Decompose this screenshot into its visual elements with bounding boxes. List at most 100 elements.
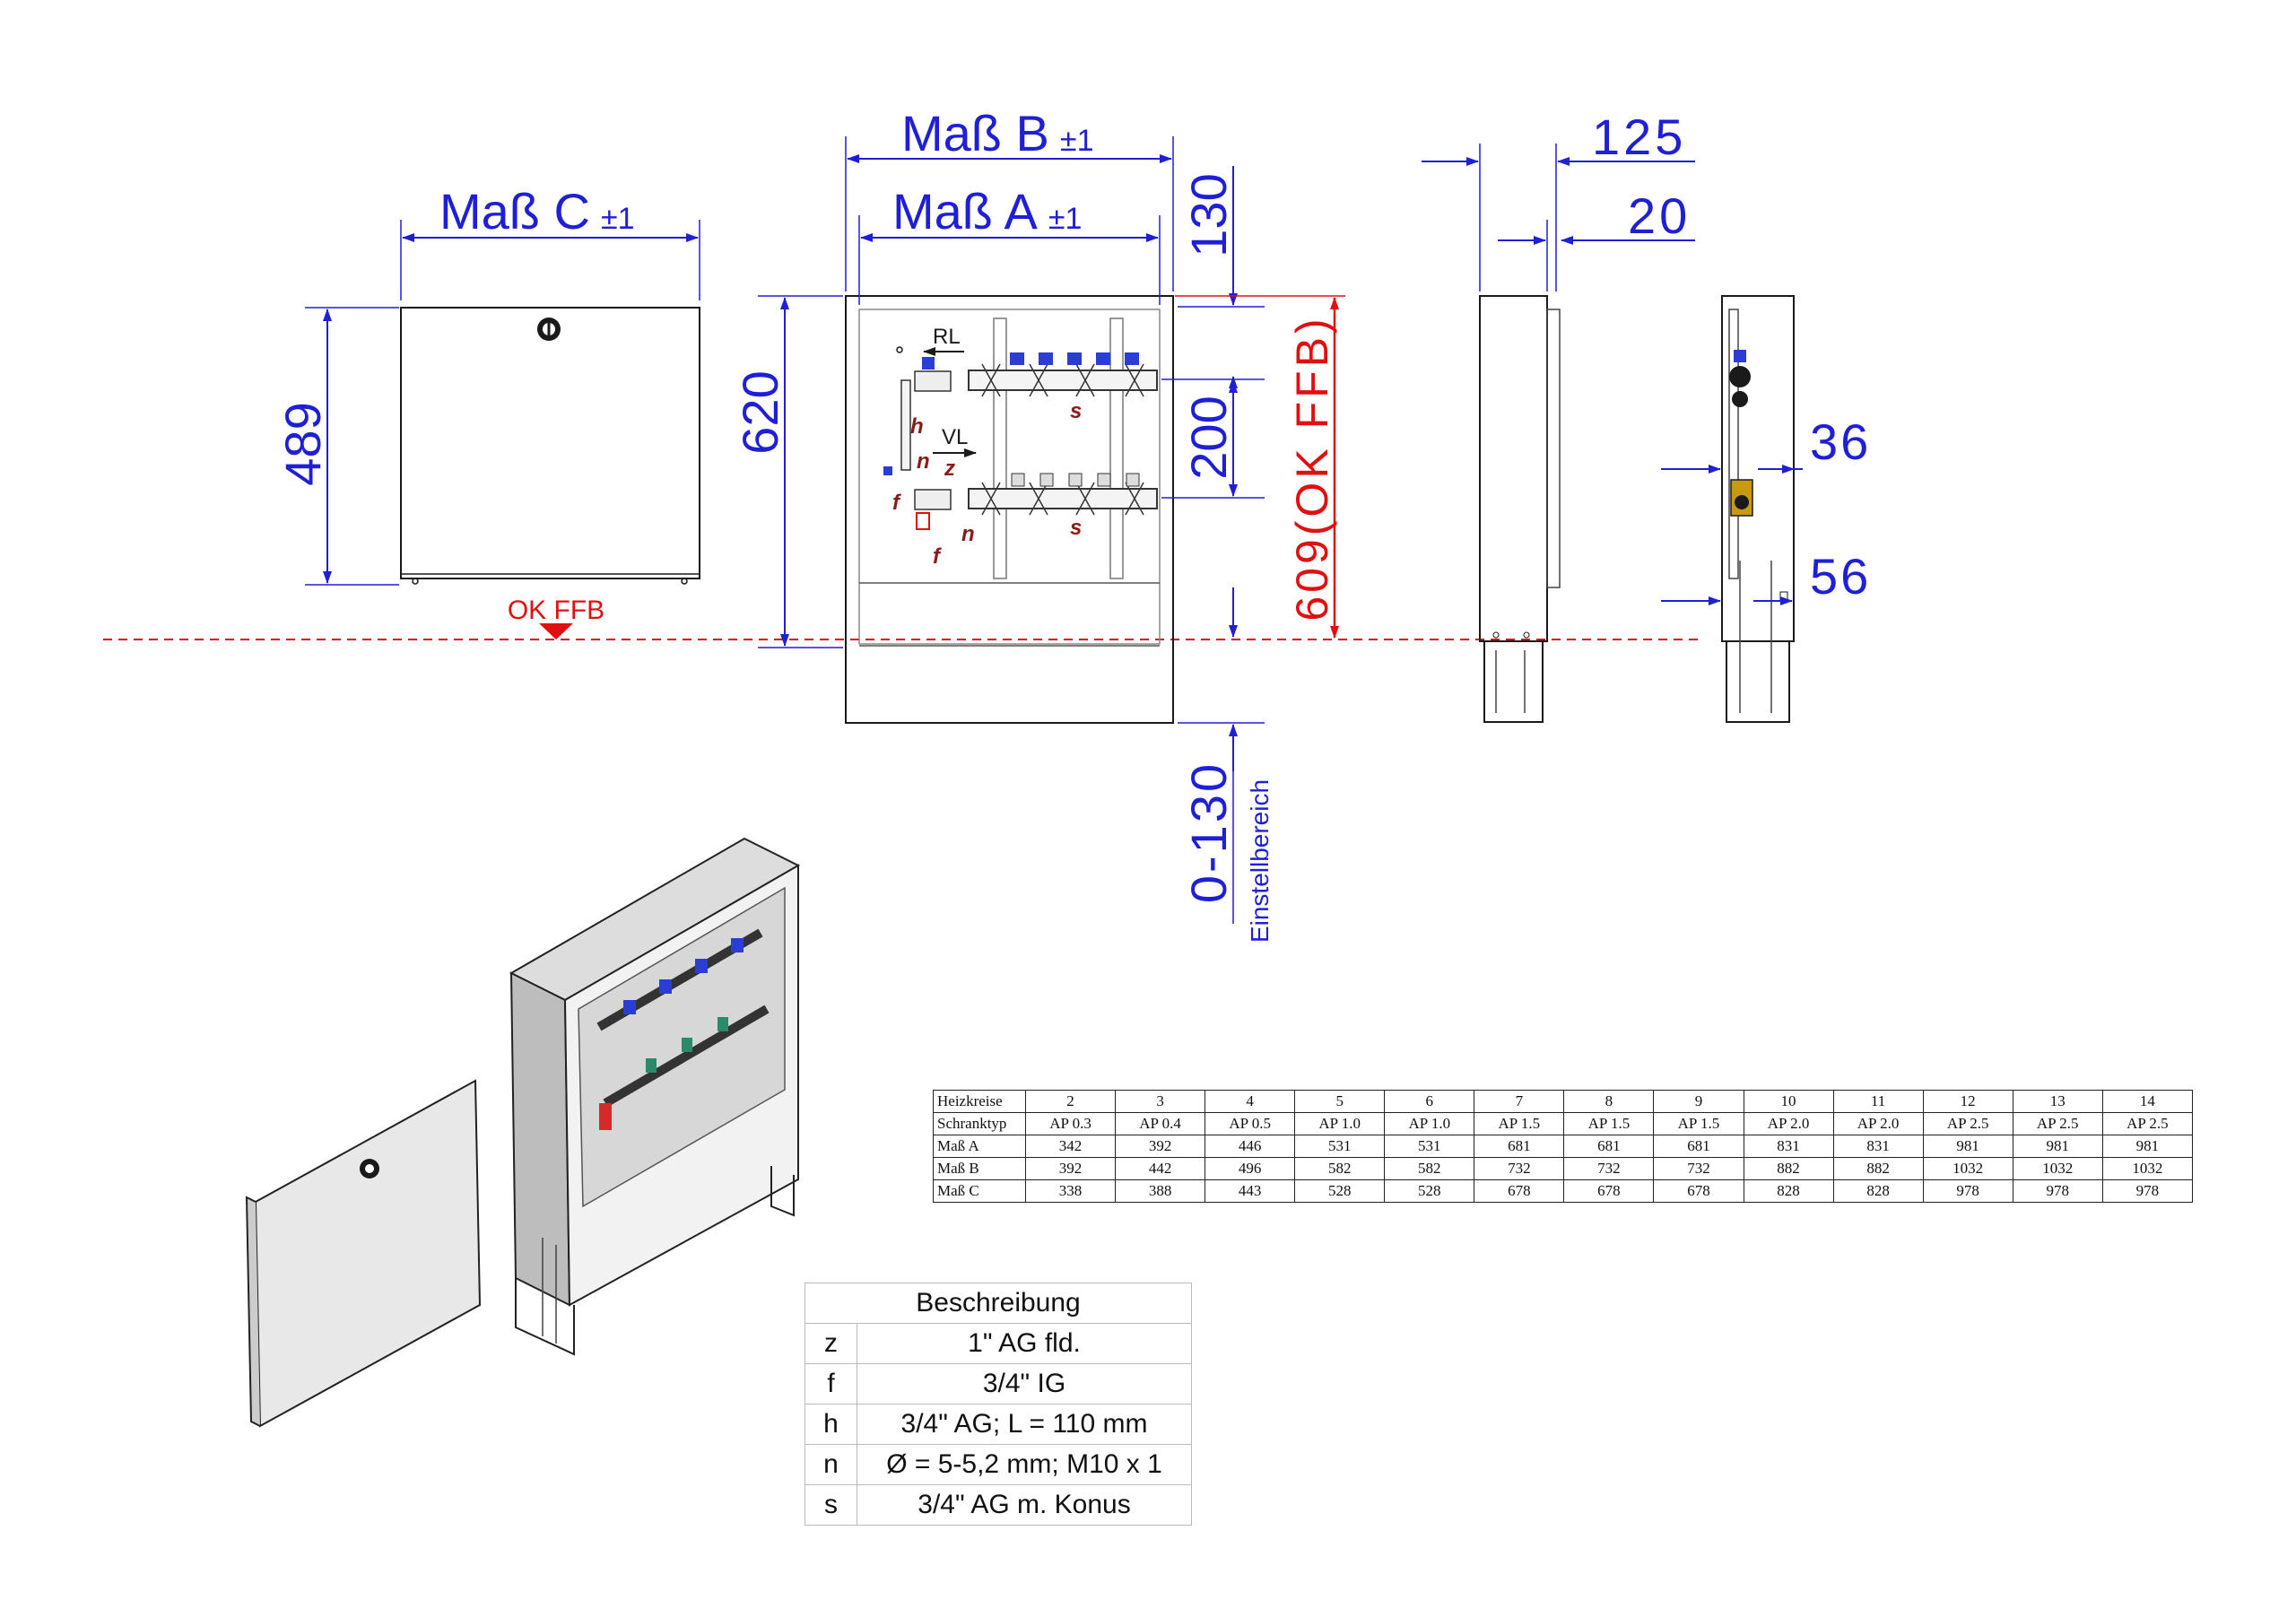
description-header: Beschreibung <box>804 1283 1192 1324</box>
spec-cell: 678 <box>1474 1179 1565 1203</box>
z-label: z <box>944 457 955 481</box>
spec-cell: AP 2.5 <box>2012 1112 2103 1135</box>
rl-label: RL <box>933 325 961 349</box>
spec-cell: 882 <box>1743 1157 1834 1180</box>
mass-b-tolerance: ±1 <box>1060 124 1094 158</box>
spec-cell: 392 <box>1115 1135 1206 1158</box>
dimension-130: 130 <box>1161 166 1265 393</box>
spec-cell: AP 2.0 <box>1832 1112 1924 1135</box>
spec-cell: AP 2.5 <box>2101 1112 2194 1135</box>
spec-cell: 882 <box>1832 1157 1924 1180</box>
spec-cell: 11 <box>1832 1090 1924 1113</box>
range-0-130-label: 0-130 <box>1180 761 1237 903</box>
spec-row-header: Maß C <box>933 1179 1026 1203</box>
dimension-mass-c: Maß C ±1 <box>400 183 700 300</box>
mass-a-tolerance: ±1 <box>1048 202 1083 236</box>
spec-cell: 978 <box>2012 1179 2103 1203</box>
dimension-mass-b: Maß B±1 <box>845 105 1174 291</box>
dimension-200: 200 <box>1161 380 1265 499</box>
spec-cell: 981 <box>2012 1135 2103 1158</box>
spec-cell: AP 1.0 <box>1294 1112 1386 1135</box>
cabinet-section-view <box>1721 295 1795 723</box>
spec-cell: AP 1.0 <box>1384 1112 1475 1135</box>
spec-cell: 12 <box>1922 1090 2013 1113</box>
mass-c-tolerance: ±1 <box>601 202 635 236</box>
spec-cell: 6 <box>1384 1090 1475 1113</box>
spec-cell: 732 <box>1474 1157 1565 1180</box>
spec-cell: 531 <box>1384 1135 1475 1158</box>
spec-cell: 342 <box>1024 1135 1117 1158</box>
ok-ffb-marker: OK FFB <box>508 596 604 639</box>
dimension-125: 125 <box>1422 109 1695 291</box>
description-key: n <box>804 1444 857 1485</box>
spec-cell: 1032 <box>2012 1157 2103 1180</box>
depth-125-label: 125 <box>1592 109 1686 165</box>
spec-cell: 1032 <box>2101 1157 2194 1180</box>
einstellbereich-label: Einstellbereich <box>1246 779 1274 943</box>
spec-cell: 5 <box>1294 1090 1386 1113</box>
distance-200-label: 200 <box>1180 396 1237 479</box>
spec-cell: AP 2.0 <box>1743 1112 1834 1135</box>
spec-cell: 681 <box>1474 1135 1565 1158</box>
spec-cell: 496 <box>1205 1157 1296 1180</box>
dimension-609: 609(OK FFB) <box>1175 295 1345 639</box>
spec-cell: 681 <box>1563 1135 1655 1158</box>
spec-cell: AP 1.5 <box>1474 1112 1565 1135</box>
spec-cell: 582 <box>1384 1157 1475 1180</box>
spec-cell: 531 <box>1294 1135 1386 1158</box>
s-label-lower: s <box>1070 516 1082 540</box>
spec-cell: 831 <box>1743 1135 1834 1158</box>
spec-cell: 678 <box>1653 1179 1744 1203</box>
spec-cell: AP 1.5 <box>1563 1112 1655 1135</box>
spec-cell: AP 0.5 <box>1205 1112 1296 1135</box>
dimension-20: 20 <box>1498 187 1695 291</box>
spec-cell: 978 <box>1922 1179 2013 1203</box>
spec-cell: 732 <box>1653 1157 1744 1180</box>
cover-front-view <box>400 307 700 585</box>
description-value: 1" AG fld. <box>857 1323 1192 1364</box>
spec-cell: 13 <box>2012 1090 2103 1113</box>
description-key: f <box>804 1363 857 1405</box>
spec-cell: 981 <box>2101 1135 2194 1158</box>
spec-cell: 14 <box>2101 1090 2194 1113</box>
spec-row-header: Maß B <box>933 1157 1026 1180</box>
spec-cell: 678 <box>1563 1179 1655 1203</box>
spec-cell: 7 <box>1474 1090 1565 1113</box>
svg-text:Maß A±1: Maß A±1 <box>892 183 1082 239</box>
mass-c-label: Maß C <box>439 183 590 239</box>
n-label-upper: n <box>917 449 930 474</box>
spec-cell: AP 2.5 <box>1922 1112 2013 1135</box>
spec-cell: 981 <box>1922 1135 2013 1158</box>
spec-cell: 9 <box>1653 1090 1744 1113</box>
spec-cell: 1032 <box>1922 1157 2013 1180</box>
s-label-upper: s <box>1070 399 1082 423</box>
spec-cell: 392 <box>1024 1157 1117 1180</box>
isometric-view <box>245 837 801 1428</box>
description-value: Ø = 5-5,2 mm; M10 x 1 <box>857 1444 1192 1485</box>
description-key: s <box>804 1484 857 1526</box>
dimension-0-130: 0-130 Einstellbereich <box>1178 587 1274 943</box>
spec-cell: 443 <box>1205 1179 1296 1203</box>
spec-cell: AP 0.4 <box>1115 1112 1206 1135</box>
spec-row-header: Schranktyp <box>933 1112 1026 1135</box>
ok-ffb-label: OK FFB <box>508 596 604 625</box>
depth-20-label: 20 <box>1628 187 1691 244</box>
spec-cell: AP 0.3 <box>1024 1112 1117 1135</box>
height-620-label: 620 <box>732 370 788 454</box>
spec-cell: 978 <box>2101 1179 2194 1203</box>
spec-row-header: Maß A <box>933 1135 1026 1158</box>
vl-label: VL <box>942 425 968 449</box>
f-label-lower: f <box>933 544 942 569</box>
dimension-489: 489 <box>274 307 399 586</box>
f-label-upper: f <box>892 491 901 515</box>
